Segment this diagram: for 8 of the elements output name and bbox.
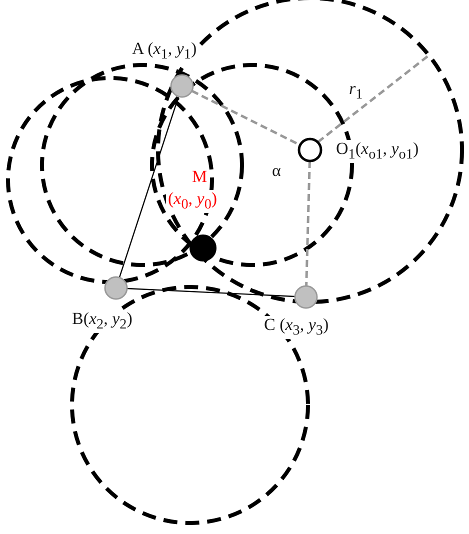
point-label: (x$_{0}$, y$_{0}$) <box>166 190 220 213</box>
point-label: O$_{1}$(x$_{o1}$, y$_{o1}$) <box>334 140 421 163</box>
line <box>118 96 180 278</box>
point-label: C (x$_{3}$, y$_{3}$) <box>262 316 331 339</box>
point-label: A (x$_{1}$, y$_{1}$) <box>130 40 199 63</box>
dashed-line <box>305 160 311 286</box>
point-label: B(x$_{2}$, y$_{2}$) <box>70 310 134 333</box>
line <box>126 288 296 298</box>
